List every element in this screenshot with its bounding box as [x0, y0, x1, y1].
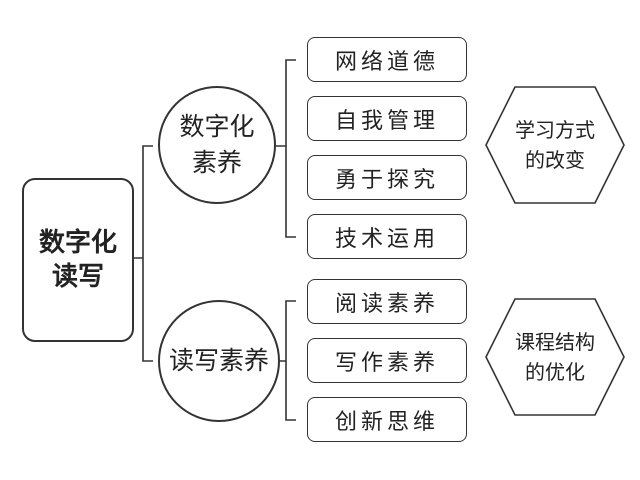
leaf-reading-literacy: 阅读素养 [307, 279, 467, 324]
outcome-2-line-2: 的优化 [525, 360, 585, 384]
leaf-technology-use: 技术运用 [307, 214, 467, 259]
leaf-network-ethics: 网络道德 [307, 37, 467, 82]
branch-1-line-2: 素养 [191, 148, 242, 177]
outcome-2-line-1: 课程结构 [515, 330, 595, 354]
leaf-brave-exploration: 勇于探究 [307, 155, 467, 200]
root-node: 数字化 读写 [22, 178, 134, 342]
outcome-2-text: 课程结构 的优化 [485, 298, 625, 416]
connector-branch-2-bracket [280, 300, 296, 421]
root-line-1: 数字化 [38, 228, 117, 258]
connector-branch-1-bracket [276, 59, 296, 238]
branch-1-line-1: 数字化 [179, 112, 255, 141]
hexagon-shape [485, 298, 625, 416]
outcome-1-line-1: 学习方式 [515, 118, 595, 142]
root-line-2: 读写 [51, 262, 104, 292]
leaf-writing-literacy: 写作素养 [307, 338, 467, 383]
hexagon-shape [485, 86, 625, 204]
branch-digital-literacy: 数字化 素养 [158, 86, 276, 204]
branch-2-line-1: 读写素养 [168, 346, 269, 375]
outcome-1-line-2: 的改变 [525, 148, 585, 172]
branch-reading-writing-literacy: 读写素养 [158, 300, 280, 422]
connector-root-bracket [134, 145, 153, 362]
outcome-1-text: 学习方式 的改变 [485, 86, 625, 204]
leaf-self-management: 自我管理 [307, 96, 467, 141]
outcome-curriculum-optimization: 课程结构 的优化 [485, 298, 625, 416]
outcome-learning-change: 学习方式 的改变 [485, 86, 625, 204]
leaf-innovative-thinking: 创新思维 [307, 397, 467, 442]
